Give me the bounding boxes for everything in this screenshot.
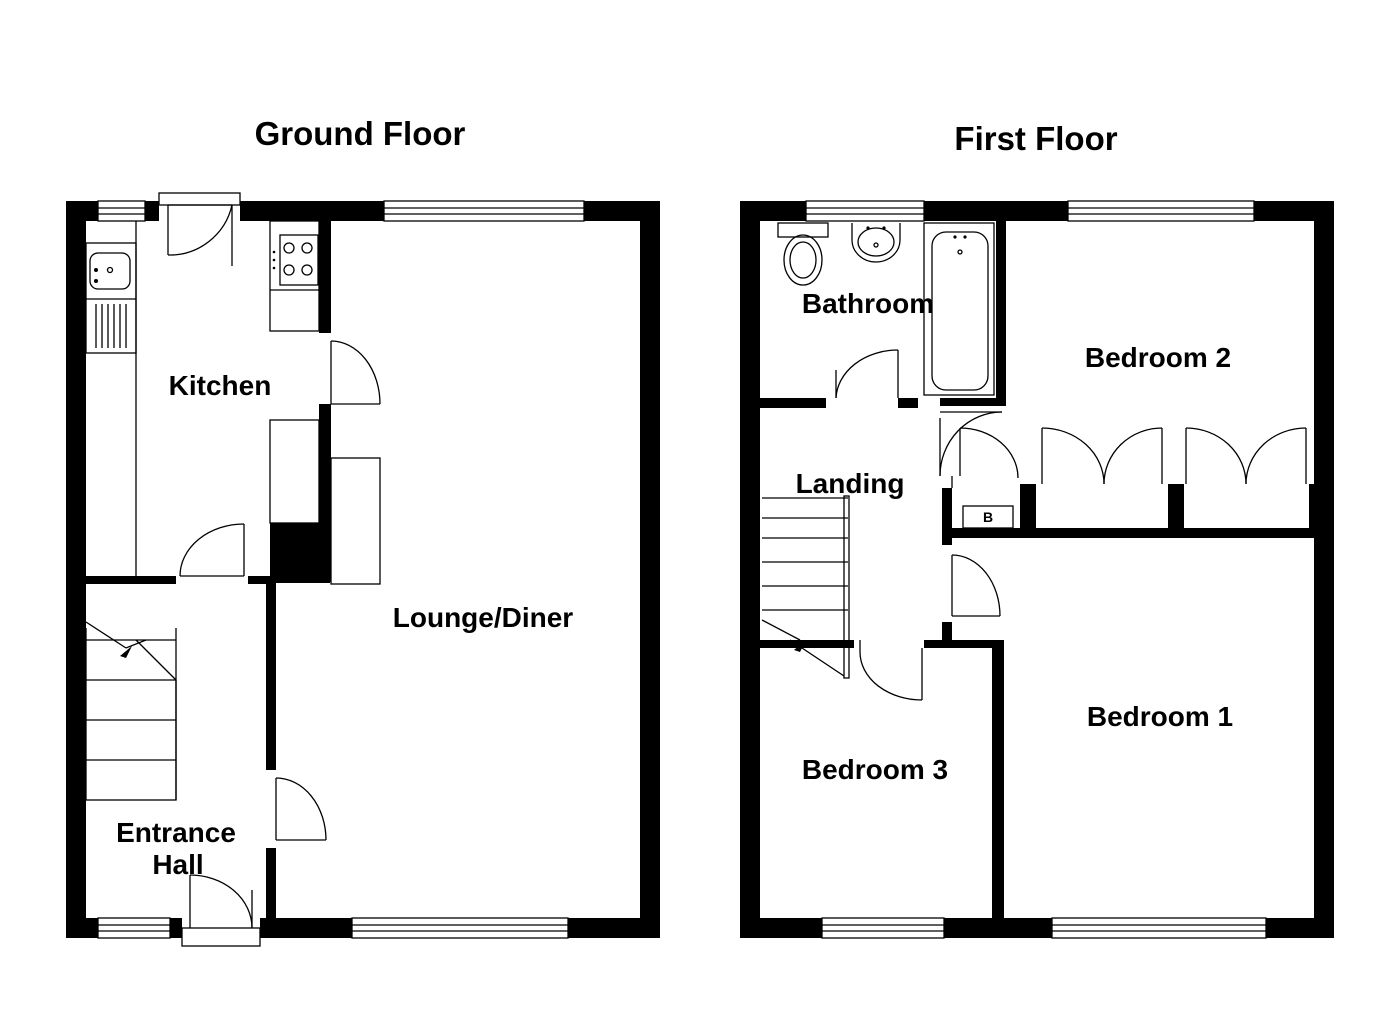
bedroom-2-label: Bedroom 2: [1085, 342, 1231, 373]
bedroom-1-label: Bedroom 1: [1087, 701, 1233, 732]
lounge-diner-label: Lounge/Diner: [393, 602, 574, 633]
ground-floor-windows: [97, 200, 585, 939]
hall-lounge-door-icon: [275, 777, 327, 841]
ground-floor-outer-walls: [66, 201, 660, 938]
hall-kitchen-door-icon: [179, 523, 245, 577]
sink-icon: [89, 252, 131, 348]
kitchen-units: [85, 220, 320, 576]
boiler-label: B: [983, 509, 993, 525]
bedroom-3-label: Bedroom 3: [802, 754, 948, 785]
washbasin-icon: [851, 223, 901, 263]
entrance-hall-label-line1: Entrance: [116, 817, 236, 848]
kitchen-label: Kitchen: [169, 370, 272, 401]
ground-floor-internal-walls: [86, 221, 331, 918]
front-door-icon: [181, 874, 261, 947]
bedroom-1-door-icon: [951, 554, 1001, 617]
ground-floor-doors: [158, 192, 381, 947]
ground-floor-title: Ground Floor: [255, 115, 466, 152]
ground-floor-plan: Ground Floor: [66, 115, 660, 947]
first-floor-plan: First Floor: [740, 120, 1334, 939]
first-floor-outer-walls: [740, 201, 1334, 938]
stairs-arrow-icon: [794, 640, 806, 652]
ground-floor-stairs: [85, 612, 178, 801]
bedroom-2-door-icon: [939, 411, 1003, 488]
first-floor-stairs: [761, 495, 850, 679]
stairs-arrow-icon: [120, 646, 132, 658]
boiler-cupboard[interactable]: B: [962, 505, 1014, 529]
first-floor-title: First Floor: [954, 120, 1117, 157]
bathroom-label: Bathroom: [802, 288, 934, 319]
wardrobe-doors-icon: [959, 427, 1307, 485]
bath-icon: [923, 222, 995, 396]
bedroom-3-door-icon: [859, 640, 923, 701]
toilet-icon: [777, 222, 829, 286]
landing-label: Landing: [796, 468, 905, 499]
first-floor-doors: [835, 349, 1307, 701]
bathroom-door-icon: [835, 349, 899, 399]
hob-icon: [272, 234, 319, 286]
lounge-kitchen-door-icon: [330, 340, 381, 405]
kitchen-back-door-icon: [158, 192, 241, 266]
lounge-cabinet: [330, 457, 381, 585]
first-floor-windows: [805, 200, 1267, 939]
first-floor-internal-walls: [760, 221, 1314, 918]
entrance-hall-label-line2: Hall: [152, 849, 203, 880]
